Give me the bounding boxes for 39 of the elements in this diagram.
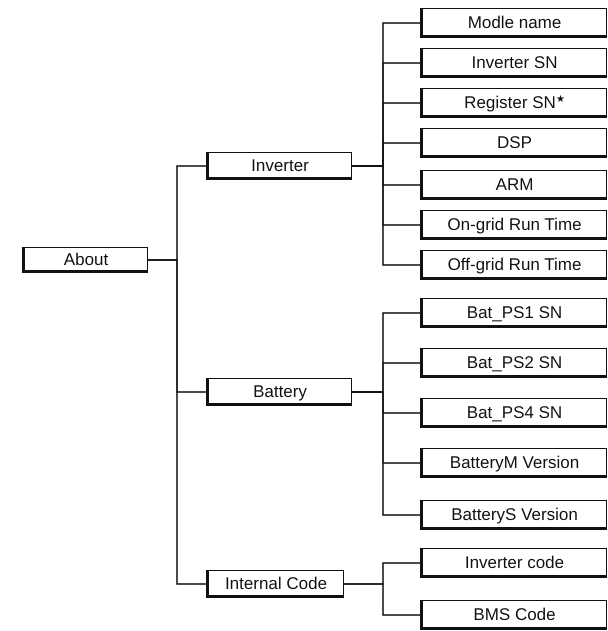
menu-label: Bat_PS1 SN <box>466 304 562 320</box>
menu-box <box>420 500 607 530</box>
menu-box <box>420 128 607 158</box>
menu-box <box>420 600 607 630</box>
connector-line <box>344 583 420 616</box>
connector-line <box>148 259 206 585</box>
menu-label: BatteryM Version <box>450 454 580 470</box>
menu-box <box>206 378 352 406</box>
menu-box <box>420 210 607 240</box>
menu-label: On-grid Run Time <box>447 216 582 232</box>
menu-label: About <box>64 250 108 268</box>
menu-box <box>206 152 352 180</box>
menu-label: Bat_PS4 SN <box>466 404 562 420</box>
menu-box <box>420 170 607 200</box>
menu-box <box>420 448 607 478</box>
menu-label: ARM <box>496 176 534 192</box>
menu-label: Internal Code <box>224 574 328 592</box>
menu-box <box>420 88 607 118</box>
menu-box <box>420 250 607 280</box>
menu-label: Battery <box>253 382 307 400</box>
menu-label: Inverter <box>251 156 309 174</box>
menu-label: Inverter code <box>464 554 564 570</box>
menu-box <box>206 570 344 598</box>
menu-box <box>420 348 607 378</box>
menu-box <box>420 8 607 38</box>
menu-label: Register SN$^{★}$ <box>464 94 565 110</box>
menu-box <box>420 398 607 428</box>
connector-line <box>352 391 420 516</box>
menu-label: Modle name <box>468 14 562 30</box>
menu-box <box>420 548 607 578</box>
menu-label: BatteryS Version <box>451 506 578 522</box>
root-box <box>22 247 148 273</box>
menu-label: Off-grid Run Time <box>448 256 582 272</box>
menu-box <box>420 298 607 328</box>
menu-label: Inverter SN <box>472 54 558 70</box>
menu-label: BMS Code <box>473 606 556 622</box>
menu-box <box>420 48 607 78</box>
menu-label: DSP <box>497 134 532 150</box>
menu-label: Bat_PS2 SN <box>466 354 562 370</box>
